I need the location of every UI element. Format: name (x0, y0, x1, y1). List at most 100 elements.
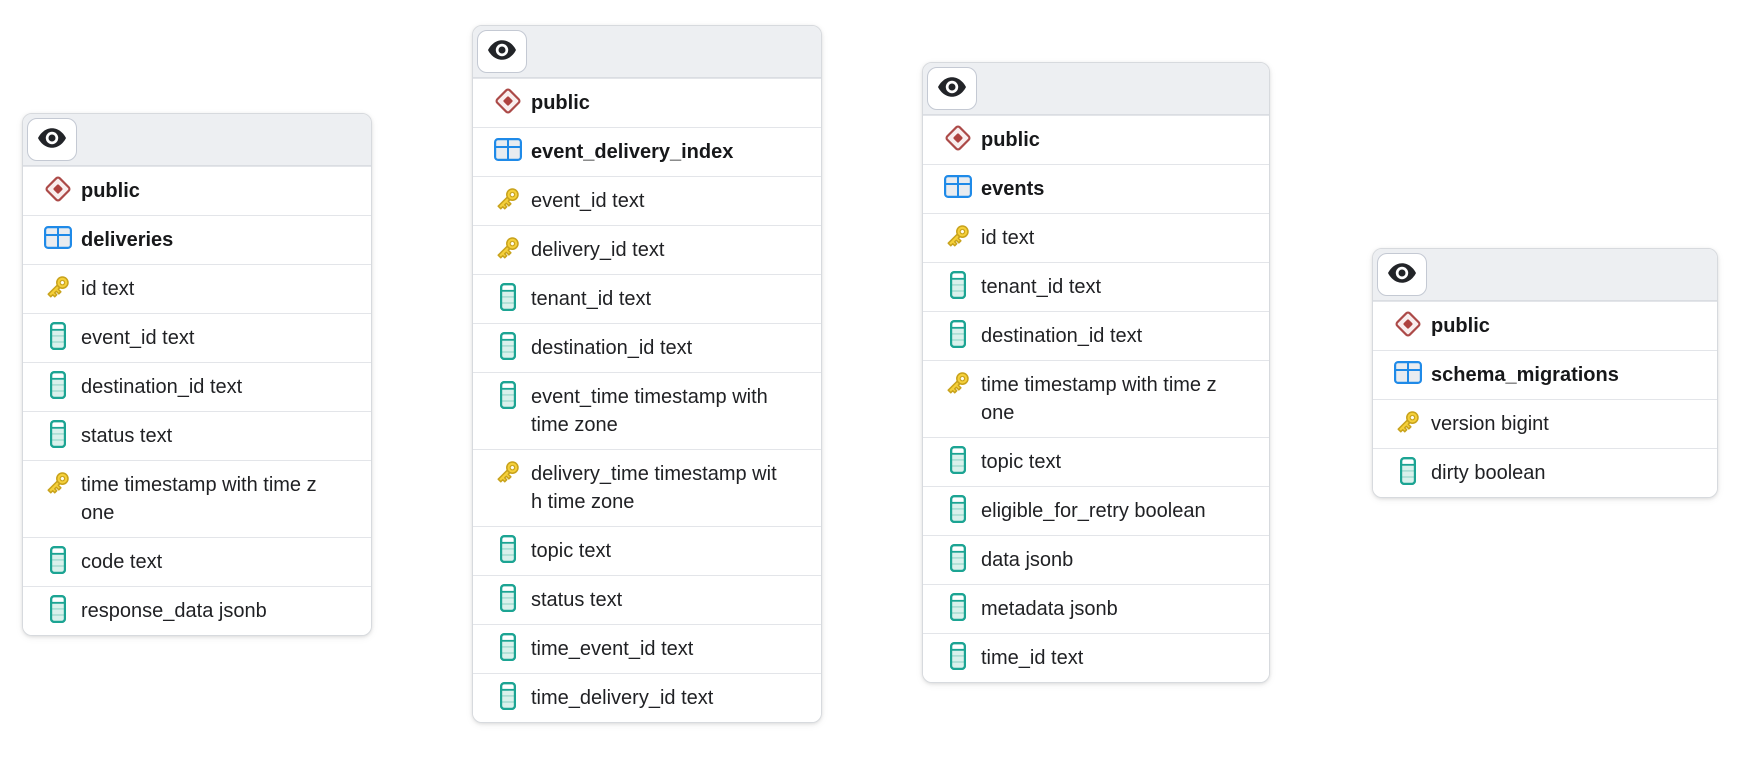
column-row[interactable]: data jsonb (923, 535, 1269, 584)
column-row[interactable]: id text (23, 264, 371, 313)
column-icon (1400, 456, 1417, 490)
column-label: eligible_for_retry boolean (981, 500, 1206, 522)
column-row[interactable]: delivery_id text (473, 225, 821, 274)
column-icon (500, 534, 517, 568)
column-label: metadata jsonb (981, 598, 1118, 620)
key-icon (1393, 407, 1423, 442)
column-icon (950, 592, 967, 626)
schema-row[interactable]: public (23, 166, 371, 215)
schema-row[interactable]: public (473, 78, 821, 127)
column-row[interactable]: id text (923, 213, 1269, 262)
column-icon (50, 594, 67, 628)
table-name: events (981, 178, 1045, 200)
column-icon (500, 583, 517, 617)
card-header (923, 63, 1269, 115)
schema-name: public (81, 180, 140, 202)
column-icon (50, 370, 67, 404)
column-label: version bigint (1431, 413, 1549, 435)
key-icon (493, 184, 523, 219)
column-icon (500, 331, 517, 365)
column-row[interactable]: time_id text (923, 633, 1269, 682)
column-row[interactable]: eligible_for_retry boolean (923, 486, 1269, 535)
column-row[interactable]: response_data jsonb (23, 586, 371, 635)
column-row[interactable]: metadata jsonb (923, 584, 1269, 633)
column-row[interactable]: event_id text (473, 176, 821, 225)
table-name-row[interactable]: event_delivery_index (473, 127, 821, 176)
column-label: destination_id text (531, 337, 693, 359)
column-label: destination_id text (981, 325, 1143, 347)
schema-row[interactable]: public (923, 115, 1269, 164)
column-label: code text (81, 551, 163, 573)
eye-icon (37, 127, 67, 152)
column-row[interactable]: status text (473, 575, 821, 624)
column-row[interactable]: destination_id text (473, 323, 821, 372)
column-row[interactable]: time timestamp with time zone (923, 360, 1269, 437)
column-label: topic text (531, 540, 612, 562)
column-row[interactable]: event_id text (23, 313, 371, 362)
column-row[interactable]: event_time timestamp with time zone (473, 372, 821, 449)
key-icon (493, 233, 523, 268)
column-row[interactable]: destination_id text (23, 362, 371, 411)
schema-diamond-icon (944, 124, 972, 157)
eye-icon (487, 39, 517, 64)
key-icon (43, 272, 73, 307)
column-row[interactable]: time_event_id text (473, 624, 821, 673)
column-icon (500, 380, 517, 414)
visibility-toggle-button[interactable] (1377, 253, 1427, 296)
column-label: time_delivery_id text (531, 687, 714, 709)
eye-icon (937, 76, 967, 101)
column-label: time timestamp with time zone (81, 474, 317, 524)
column-row[interactable]: time_delivery_id text (473, 673, 821, 722)
column-label: dirty boolean (1431, 462, 1546, 484)
column-label: tenant_id text (981, 276, 1102, 298)
visibility-toggle-button[interactable] (927, 67, 977, 110)
key-icon (493, 457, 523, 492)
table-name-row[interactable]: events (923, 164, 1269, 213)
column-label: data jsonb (981, 549, 1074, 571)
key-icon (943, 368, 973, 403)
column-icon (950, 494, 967, 528)
column-label: event_id text (81, 327, 195, 349)
column-row[interactable]: status text (23, 411, 371, 460)
column-row[interactable]: delivery_time timestamp with time zone (473, 449, 821, 526)
column-label: time timestamp with time zone (981, 374, 1217, 424)
column-row[interactable]: version bigint (1373, 399, 1717, 448)
column-label: topic text (981, 451, 1062, 473)
column-icon (50, 321, 67, 355)
column-row[interactable]: tenant_id text (923, 262, 1269, 311)
column-row[interactable]: topic text (473, 526, 821, 575)
column-row[interactable]: code text (23, 537, 371, 586)
key-icon (943, 221, 973, 256)
column-row[interactable]: time timestamp with time zone (23, 460, 371, 537)
schema-row[interactable]: public (1373, 301, 1717, 350)
column-row[interactable]: destination_id text (923, 311, 1269, 360)
table-grid-icon (944, 175, 972, 203)
column-label: time_id text (981, 647, 1084, 669)
schema-diamond-icon (1394, 310, 1422, 343)
table-name-row[interactable]: schema_migrations (1373, 350, 1717, 399)
visibility-toggle-button[interactable] (477, 30, 527, 73)
table-name-row[interactable]: deliveries (23, 215, 371, 264)
column-label: time_event_id text (531, 638, 694, 660)
card-header (23, 114, 371, 166)
table-name: deliveries (81, 229, 174, 251)
column-label: status text (81, 425, 173, 447)
column-row[interactable]: tenant_id text (473, 274, 821, 323)
column-label: event_time timestamp with time zone (531, 386, 768, 436)
table-grid-icon (494, 138, 522, 166)
column-icon (500, 681, 517, 715)
card-header (1373, 249, 1717, 301)
column-label: status text (531, 589, 623, 611)
column-row[interactable]: topic text (923, 437, 1269, 486)
key-icon (43, 468, 73, 503)
column-row[interactable]: dirty boolean (1373, 448, 1717, 497)
eye-icon (1387, 262, 1417, 287)
table-grid-icon (1394, 361, 1422, 389)
schema-diamond-icon (494, 87, 522, 120)
visibility-toggle-button[interactable] (27, 118, 77, 161)
schema-diamond-icon (44, 175, 72, 208)
schema-name: public (1431, 315, 1490, 337)
table-card-events: public events id text tenant_id text destina… (922, 62, 1270, 683)
